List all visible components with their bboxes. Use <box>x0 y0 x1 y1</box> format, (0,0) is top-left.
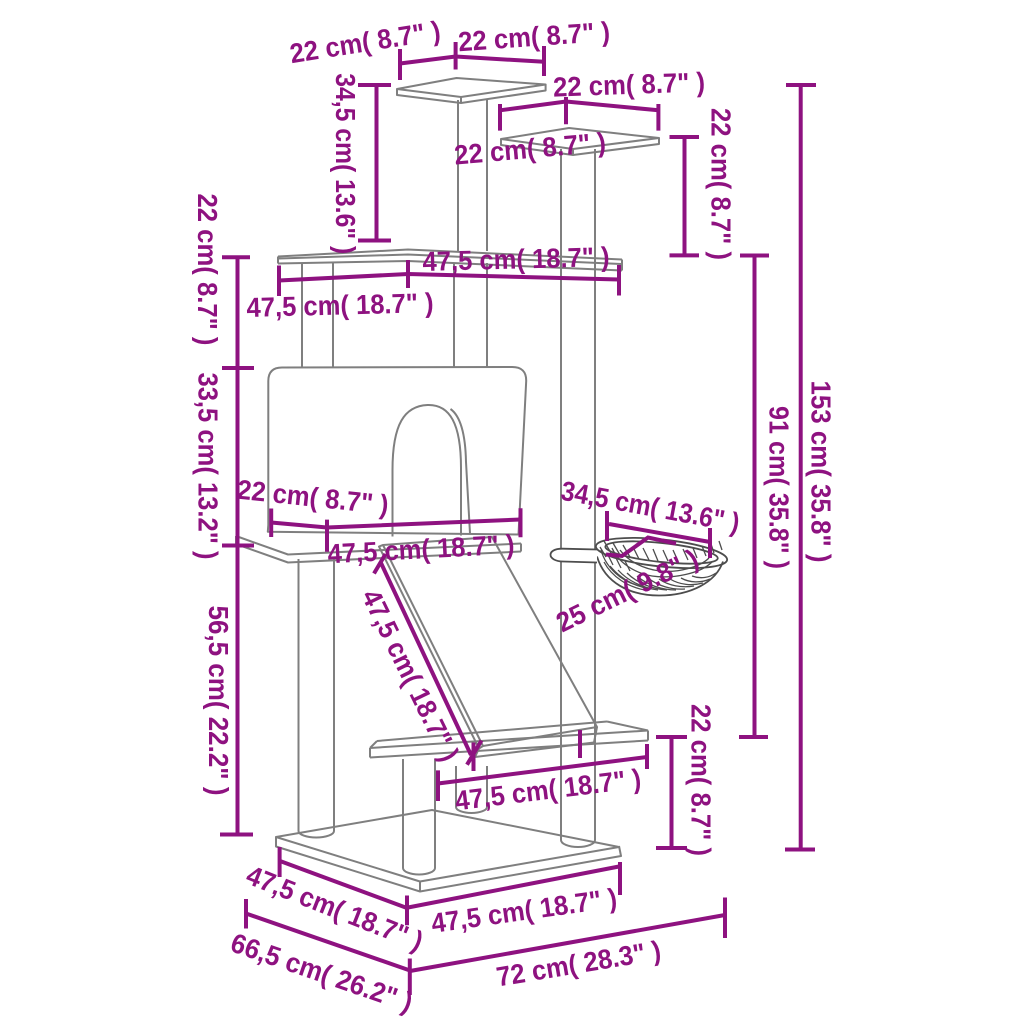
svg-text:153 cm( 35.8" ): 153 cm( 35.8" ) <box>806 381 837 563</box>
svg-text:34,5 cm( 13.6" ): 34,5 cm( 13.6" ) <box>330 73 361 254</box>
svg-text:22 cm( 8.7" ): 22 cm( 8.7" ) <box>706 108 737 260</box>
svg-text:91 cm( 35.8" ): 91 cm( 35.8" ) <box>764 406 795 569</box>
svg-text:56,5 cm( 22.2" ): 56,5 cm( 22.2" ) <box>203 606 234 796</box>
svg-text:47,5 cm( 18.7" ): 47,5 cm( 18.7" ) <box>422 241 610 277</box>
svg-text:47,5 cm( 18.7" ): 47,5 cm( 18.7" ) <box>246 287 434 323</box>
svg-text:22 cm( 8.7" ): 22 cm( 8.7" ) <box>553 66 706 102</box>
svg-text:22 cm( 8.7" ): 22 cm( 8.7" ) <box>192 193 223 345</box>
svg-text:33,5 cm( 13.2" ): 33,5 cm( 13.2" ) <box>193 373 224 560</box>
svg-text:22 cm( 8.7" ): 22 cm( 8.7" ) <box>686 704 717 856</box>
